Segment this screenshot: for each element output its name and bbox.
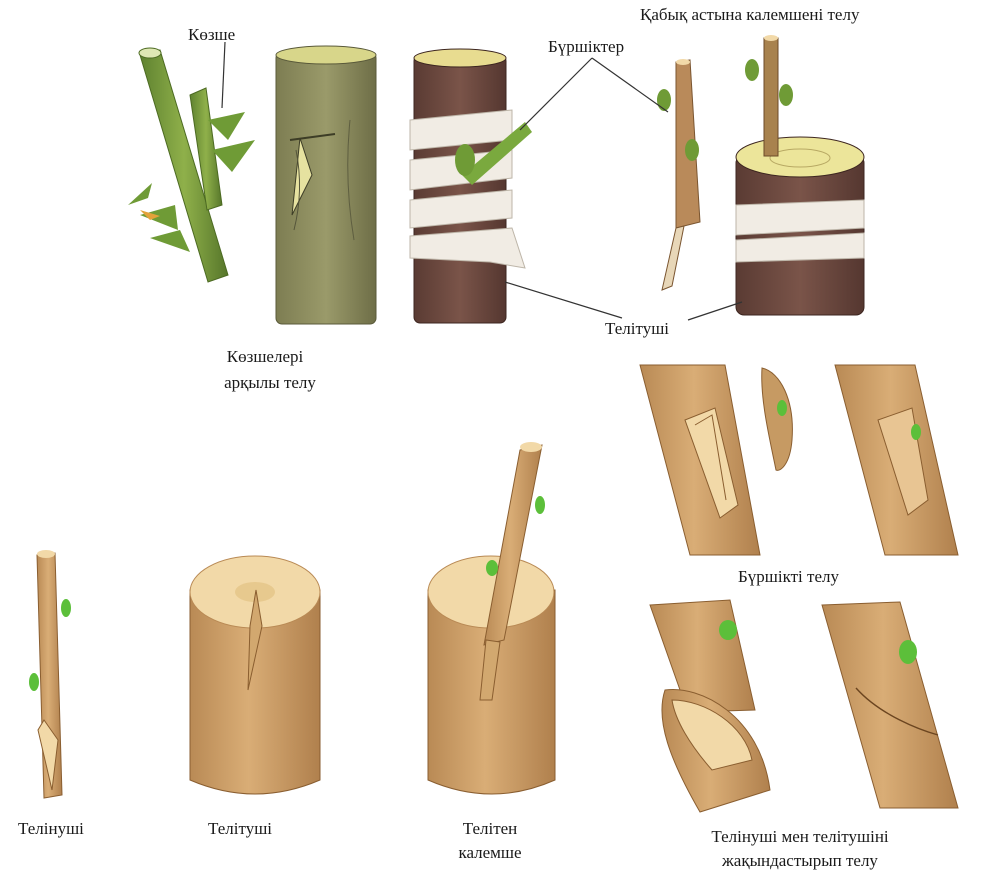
- label-approach-grafting-line1: Телінуші мен телітушіні: [711, 827, 889, 846]
- grey-trunk-figure: [275, 45, 377, 325]
- label-budding-by-eyes-line1: Көзшелері: [226, 347, 304, 366]
- label-grafted-scion-line1: Телітен: [462, 819, 518, 838]
- pointer-lines: [504, 57, 743, 321]
- label-rootstock-top: Телітуші: [605, 319, 670, 338]
- scion-stick-bottom: [29, 550, 71, 799]
- bark-graft-stump-figure: [735, 35, 865, 316]
- green-shoot-figure: [128, 41, 255, 283]
- bud-grafting-figures: [639, 364, 959, 556]
- label-grafted-scion-line2: калемше: [458, 843, 522, 862]
- label-approach-grafting-line2: жақындастырып телу: [722, 851, 878, 870]
- grafted-scion-figure: [427, 442, 556, 795]
- rootstock-cleft-figure: [189, 555, 321, 795]
- label-scion: Телінуші: [18, 819, 84, 838]
- bandaged-trunk-figure: [409, 48, 532, 324]
- scion-stick-figure: [657, 59, 701, 291]
- approach-grafting-figures: [649, 599, 959, 813]
- label-kozshe: Көзше: [188, 25, 236, 44]
- label-rootstock-bottom: Телітуші: [208, 819, 273, 838]
- label-buds: Бүршіктер: [548, 37, 625, 56]
- label-bark-grafting: Қабық астына калемшені телу: [640, 5, 860, 24]
- label-budding-by-eyes-line2: арқылы телу: [224, 373, 316, 392]
- label-bud-grafting: Бүршікті телу: [738, 567, 839, 586]
